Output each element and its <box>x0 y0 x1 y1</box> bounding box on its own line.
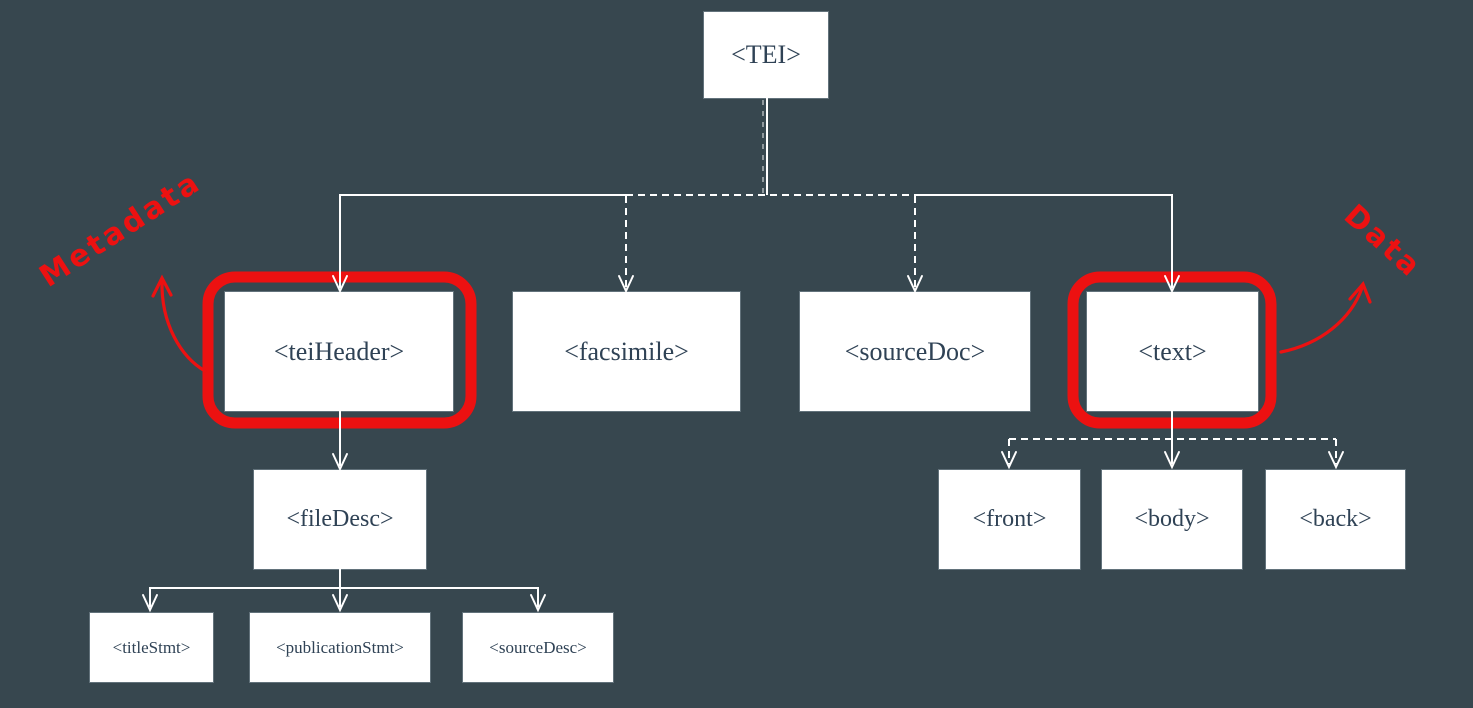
edge-tei-teiheader <box>339 194 626 288</box>
node-back: <back> <box>1266 470 1405 569</box>
node-text: <text> <box>1087 292 1258 411</box>
arrowhead-back <box>1328 451 1344 470</box>
node-titlestmt: <titleStmt> <box>90 613 213 682</box>
node-filedesc: <fileDesc> <box>254 470 426 569</box>
arrowhead-front <box>1001 451 1017 470</box>
arrowhead-body <box>1164 451 1180 470</box>
node-sourcedesc: <sourceDesc> <box>463 613 613 682</box>
node-front: <front> <box>939 470 1080 569</box>
metadata-annotation: Metadata <box>33 164 208 295</box>
node-body: <body> <box>1102 470 1242 569</box>
data-arrowhead <box>1348 280 1372 304</box>
data-annotation: Data <box>1337 197 1429 286</box>
edge-tei-text <box>915 194 1173 288</box>
arrowhead-filedesc <box>332 453 348 472</box>
edge-filedesc-children-bus <box>149 587 539 607</box>
arrowhead-sourcedoc <box>907 275 923 294</box>
metadata-arrowhead <box>151 274 173 298</box>
metadata-arrow-curve <box>160 279 207 373</box>
node-facsimile: <facsimile> <box>513 292 740 411</box>
arrowhead-teiheader <box>332 275 348 294</box>
arrowhead-facsimile <box>618 275 634 294</box>
arrowhead-sourcedesc <box>530 594 546 613</box>
node-publicationstmt: <publicationStmt> <box>250 613 430 682</box>
arrowhead-titlestmt <box>142 594 158 613</box>
arrowhead-publicationstmt <box>332 594 348 613</box>
node-tei: <TEI> <box>704 12 828 98</box>
node-teiheader: <teiHeader> <box>225 292 453 411</box>
arrowhead-text <box>1164 275 1180 294</box>
data-arrow-curve <box>1279 286 1364 354</box>
node-sourcedoc: <sourceDoc> <box>800 292 1030 411</box>
